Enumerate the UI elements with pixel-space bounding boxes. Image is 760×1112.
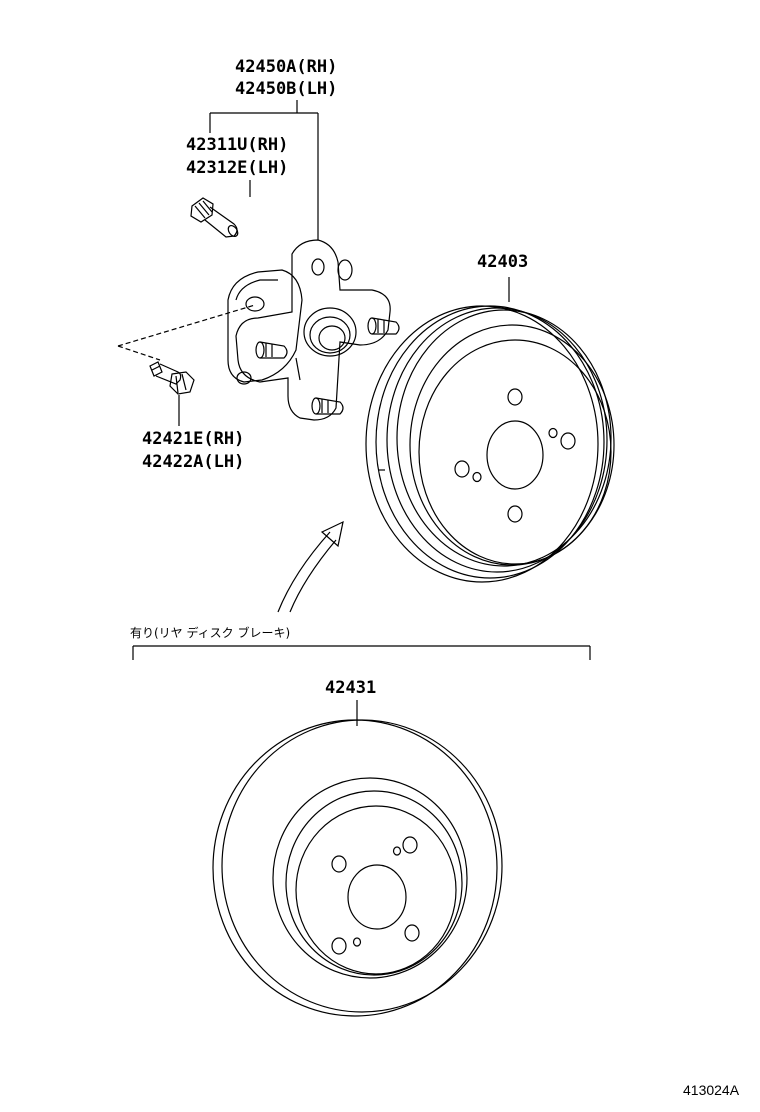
- mount-bolt-alignment-lines: [118, 305, 255, 360]
- mount-bolt-part: [150, 362, 194, 426]
- brake-drum-part: [366, 277, 614, 582]
- rear-disc-brake-note: 有り(リヤ ディスク ブレーキ): [130, 626, 291, 640]
- brake-disc-part: [213, 700, 502, 1016]
- hub-bolt-part-number-lh: 42312E(LH): [186, 158, 289, 178]
- mount-bolt-part-number-lh: 42422A(LH): [142, 452, 245, 472]
- drum-part-number: 42403: [477, 252, 529, 272]
- hub-bolt-part-number-rh: 42311U(RH): [186, 135, 289, 155]
- hub-part-number-rh: 42450A(RH): [235, 57, 338, 77]
- hub-assembly-part: [228, 240, 399, 420]
- hub-part-number-lh: 42450B(LH): [235, 79, 338, 99]
- reference-arrow: [278, 522, 343, 612]
- hub-leader-lines: [210, 100, 318, 240]
- mount-bolt-part-number-rh: 42421E(RH): [142, 429, 245, 449]
- figure-id: 413024A: [683, 1082, 740, 1098]
- option-bracket: [133, 646, 590, 660]
- hub-bolt-part: [191, 198, 240, 238]
- disc-part-number: 42431: [325, 678, 377, 698]
